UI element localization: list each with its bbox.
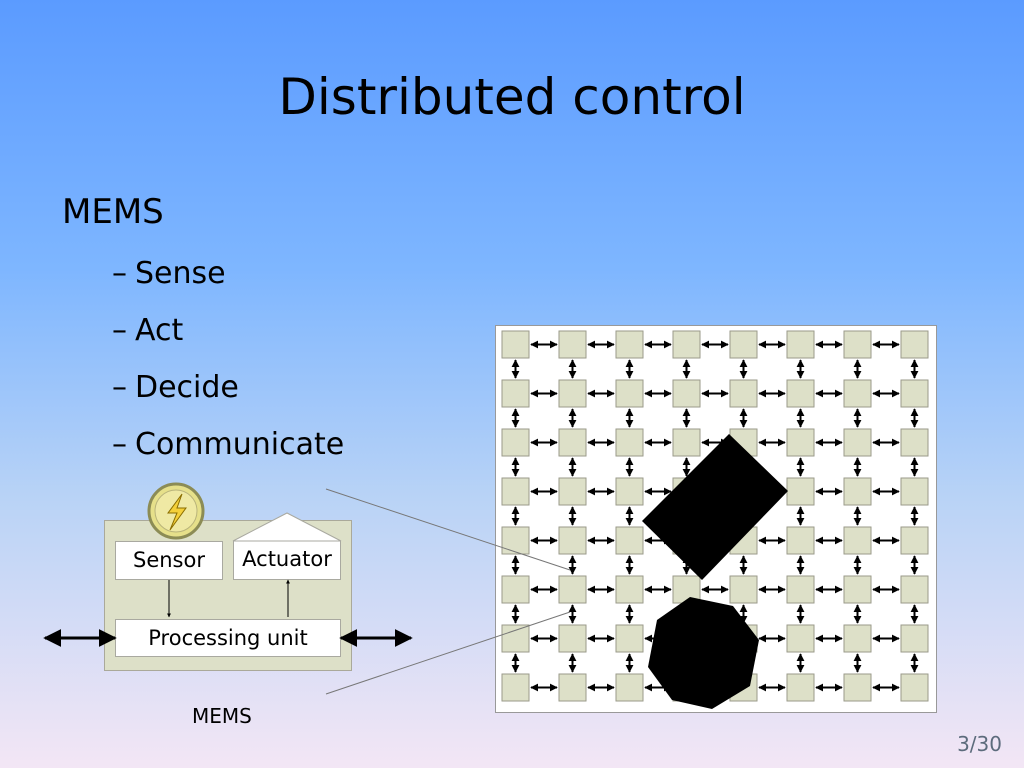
grid-cell <box>900 330 929 359</box>
grid-cell <box>501 673 530 702</box>
grid-cell <box>501 428 530 457</box>
octagon-object <box>648 597 759 709</box>
grid-cell <box>900 428 929 457</box>
grid-cell <box>615 428 644 457</box>
grid-cell <box>501 526 530 555</box>
grid-cell <box>558 624 587 653</box>
grid-cell <box>615 330 644 359</box>
zoom-line-top <box>325 488 571 571</box>
actuator-box: Actuator <box>233 541 341 580</box>
grid-cell <box>672 428 701 457</box>
grid-cell <box>786 673 815 702</box>
grid-cell <box>900 624 929 653</box>
subitem-label: Communicate <box>135 427 345 462</box>
zoom-line-bottom <box>325 611 571 695</box>
rectangle-object <box>642 434 788 580</box>
slide-title: Distributed control <box>278 68 746 126</box>
subitem-label: Sense <box>135 256 226 291</box>
grid-cell <box>729 575 758 604</box>
grid-cell <box>501 624 530 653</box>
grid-cell <box>672 330 701 359</box>
dash-marker: – <box>112 313 127 348</box>
sensor-box: Sensor <box>115 541 223 580</box>
grid-cell <box>615 526 644 555</box>
grid-cell <box>843 526 872 555</box>
grid-cell <box>843 575 872 604</box>
grid-cell <box>843 330 872 359</box>
grid-cell <box>558 575 587 604</box>
grid-cell <box>786 526 815 555</box>
dash-marker: – <box>112 427 127 462</box>
bullet-mems: MEMS <box>62 192 164 232</box>
grid-cell <box>786 477 815 506</box>
grid-cell <box>558 673 587 702</box>
subitem-act: –Act <box>112 313 183 348</box>
grid-cell <box>501 575 530 604</box>
grid-cell <box>501 477 530 506</box>
page-number: 3/30 <box>957 732 1002 756</box>
grid-cell <box>501 379 530 408</box>
grid-cell <box>672 379 701 408</box>
grid-cell <box>615 624 644 653</box>
grid-cell <box>900 379 929 408</box>
actuator-roof <box>232 512 342 542</box>
grid-cell <box>615 379 644 408</box>
grid-cell <box>558 330 587 359</box>
grid-cell <box>843 624 872 653</box>
grid-cell <box>501 330 530 359</box>
subitem-decide: –Decide <box>112 370 239 405</box>
dash-marker: – <box>112 256 127 291</box>
grid-cell <box>900 477 929 506</box>
dash-marker: – <box>112 370 127 405</box>
grid-cell <box>729 330 758 359</box>
subitem-communicate: –Communicate <box>112 427 344 462</box>
grid-cell <box>558 428 587 457</box>
grid-cell <box>900 575 929 604</box>
processing-unit-box: Processing unit <box>115 619 341 657</box>
grid-cell <box>786 624 815 653</box>
grid-cell <box>615 477 644 506</box>
grid-cell <box>615 575 644 604</box>
grid-cell <box>786 575 815 604</box>
grid-cell <box>558 526 587 555</box>
grid-cell <box>843 477 872 506</box>
grid-cell <box>843 673 872 702</box>
subitem-label: Decide <box>135 370 239 405</box>
mems-caption: MEMS <box>192 704 252 728</box>
grid-cell <box>729 379 758 408</box>
grid-cell <box>786 379 815 408</box>
grid-cell <box>558 379 587 408</box>
grid-cell <box>900 526 929 555</box>
grid-cell <box>843 379 872 408</box>
grid-cell <box>786 330 815 359</box>
grid-cell <box>900 673 929 702</box>
subitem-label: Act <box>135 313 184 348</box>
subitem-sense: –Sense <box>112 256 226 291</box>
grid-cell <box>558 477 587 506</box>
grid-cell <box>786 428 815 457</box>
grid-cell <box>615 673 644 702</box>
grid-cell <box>843 428 872 457</box>
lightning-bolt-icon <box>147 482 205 540</box>
